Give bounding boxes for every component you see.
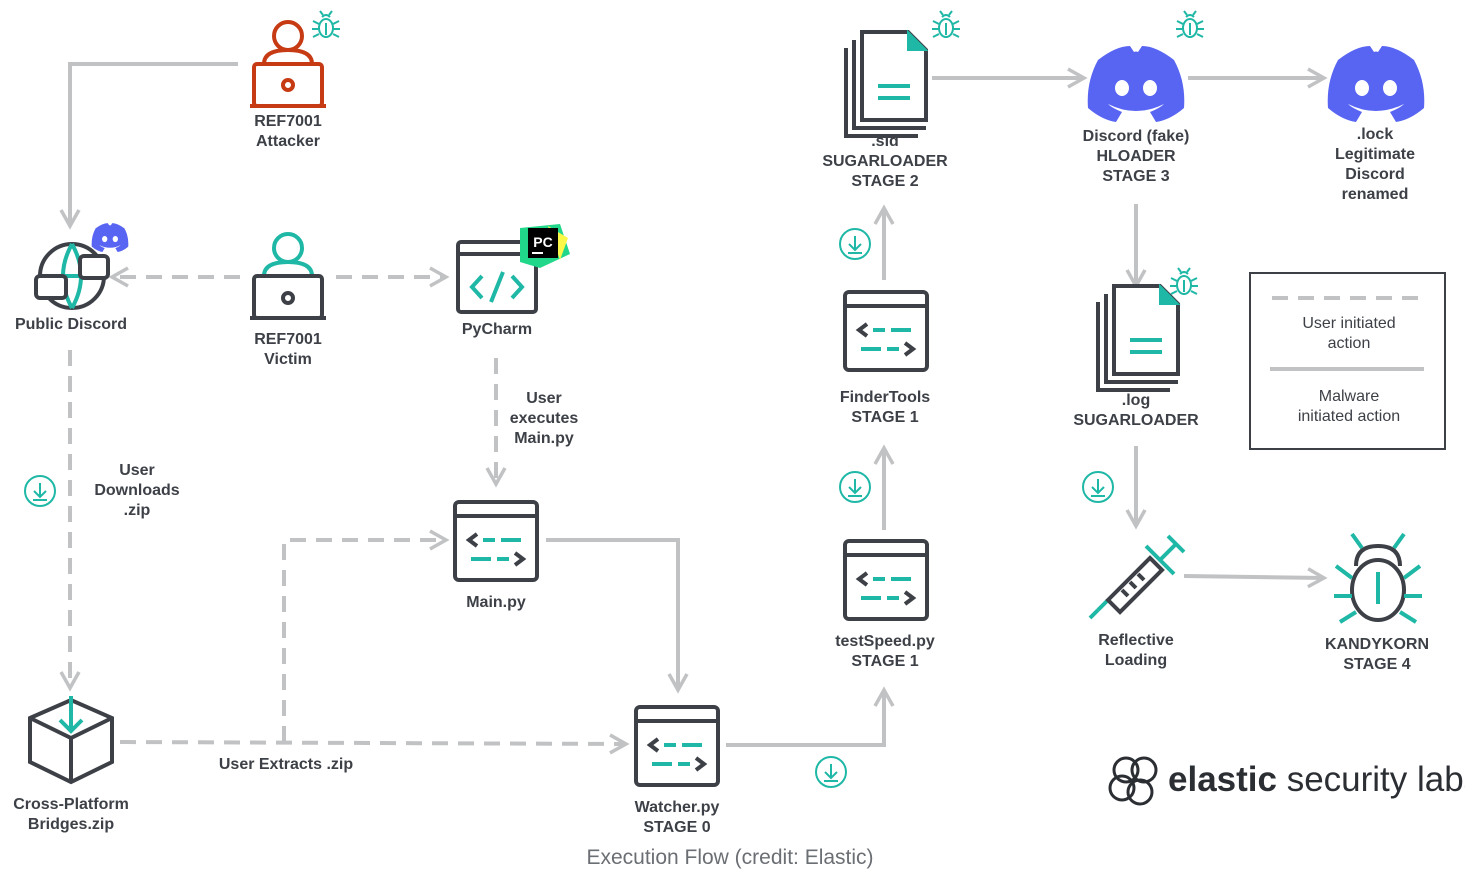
- syringe-icon: [1088, 534, 1186, 620]
- watcher-code-icon: [634, 705, 720, 787]
- legend-box: [1249, 272, 1446, 450]
- findertools-code-icon: [843, 290, 929, 372]
- malware-bug-icon: [1169, 267, 1199, 295]
- log-document-icon: [1096, 284, 1180, 392]
- main-py-label: Main.py: [466, 594, 526, 611]
- discord-legit-logo-icon: [1327, 46, 1425, 122]
- public-discord-label: Public Discord: [14, 316, 128, 333]
- svg-text:PC: PC: [533, 234, 552, 250]
- edge-main-to-watcher: [546, 538, 689, 694]
- malware-bug-icon: [931, 10, 961, 38]
- download-icon: [24, 475, 56, 507]
- download-icon: [815, 756, 847, 788]
- edge-watcher-to-testspeed: [726, 686, 895, 747]
- elastic-security-labs-wordmark: elastic security labs: [1168, 760, 1465, 799]
- malware-bug-icon: [1175, 10, 1205, 38]
- pycharm-label: PyCharm: [461, 321, 533, 338]
- main-py-code-icon: [453, 500, 539, 582]
- pycharm-logo-icon: PC: [520, 224, 570, 268]
- elastic-logo-icon: [1108, 756, 1158, 806]
- kandykorn-bug-icon: [1334, 532, 1422, 624]
- victim-icon: [250, 232, 326, 320]
- discord-logo-icon: [91, 223, 129, 252]
- connectors: [59, 62, 1328, 755]
- download-icon: [1082, 471, 1114, 503]
- malware-bug-icon: [311, 10, 341, 38]
- download-icon: [839, 471, 871, 503]
- edge-attacker-to-discord: [59, 62, 238, 230]
- sld-document-icon: [844, 30, 928, 138]
- package-box-icon: [28, 696, 114, 785]
- globe-chat-icon: [34, 242, 110, 310]
- user-extracts-label: User Extracts .zip: [218, 756, 354, 773]
- code-window-icon: [456, 240, 538, 314]
- edge-reflective-to-kandykorn: [1183, 567, 1328, 589]
- edge-extract-to-main: [282, 529, 450, 742]
- discord-fake-logo-icon: [1087, 46, 1185, 122]
- attacker-icon: [250, 20, 326, 108]
- figure-caption: Execution Flow (credit: Elastic): [586, 846, 874, 869]
- download-icon: [839, 228, 871, 260]
- testspeed-code-icon: [843, 539, 929, 621]
- edge-bridges-to-watcher: [119, 733, 630, 755]
